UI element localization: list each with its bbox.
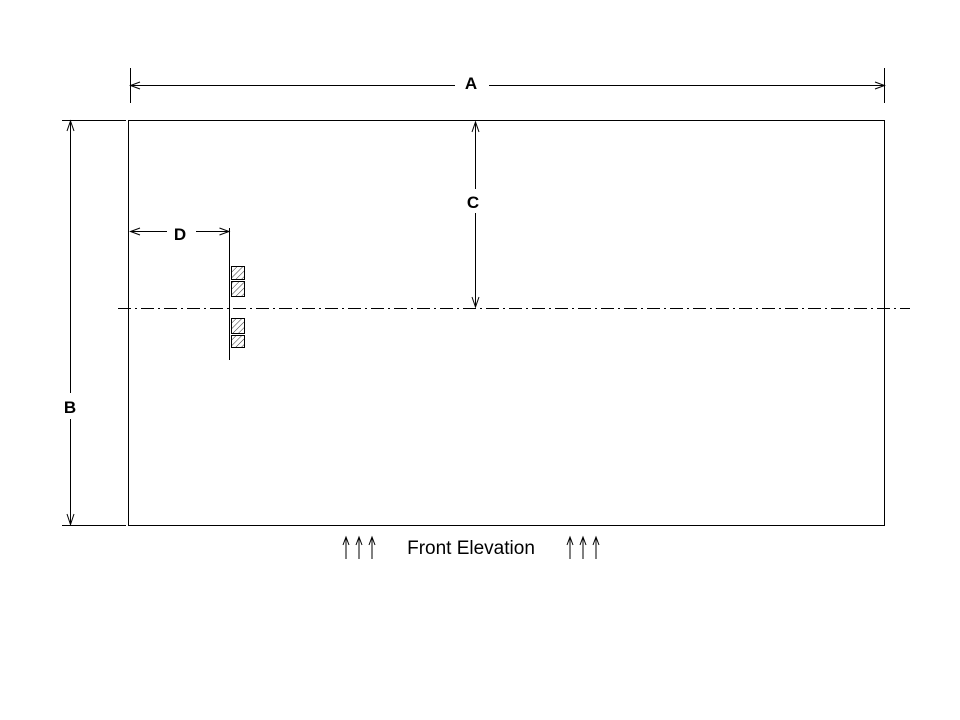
elevation-outline <box>128 120 885 526</box>
arrowhead-left-icon <box>129 81 141 90</box>
dimension-c-label: C <box>467 193 479 212</box>
caption-group: Front Elevation <box>342 535 600 559</box>
hatched-section <box>231 281 245 297</box>
arrowhead-up-icon <box>66 119 75 132</box>
hatched-section <box>231 335 245 348</box>
up-arrow-head-icon <box>342 535 350 546</box>
dimension-a: A <box>129 68 886 103</box>
up-arrow-head-icon <box>592 535 600 546</box>
dimension-d: D <box>129 225 231 360</box>
dimension-b: B <box>62 119 126 527</box>
up-arrows-left <box>342 535 376 559</box>
hatched-section <box>231 266 245 280</box>
up-arrows-right <box>566 535 600 559</box>
up-arrow-head-icon <box>355 535 363 546</box>
fitting-cross-section <box>231 266 245 348</box>
arrowhead-down-icon <box>66 513 75 527</box>
drawing-caption: Front Elevation <box>407 538 535 559</box>
dimension-c: C <box>467 120 480 309</box>
arrowhead-left-icon <box>129 227 141 236</box>
up-arrow-head-icon <box>566 535 574 546</box>
elevation-rectangle <box>128 120 885 526</box>
dimension-b-label: B <box>64 398 76 417</box>
arrowhead-up-icon <box>471 120 480 133</box>
dimension-a-label: A <box>465 74 477 93</box>
up-arrow-head-icon <box>579 535 587 546</box>
hatched-section <box>231 318 245 334</box>
up-arrow-head-icon <box>368 535 376 546</box>
arrowhead-down-icon <box>471 296 480 309</box>
dimension-d-label: D <box>174 225 186 244</box>
arrowhead-right-icon <box>874 81 886 90</box>
